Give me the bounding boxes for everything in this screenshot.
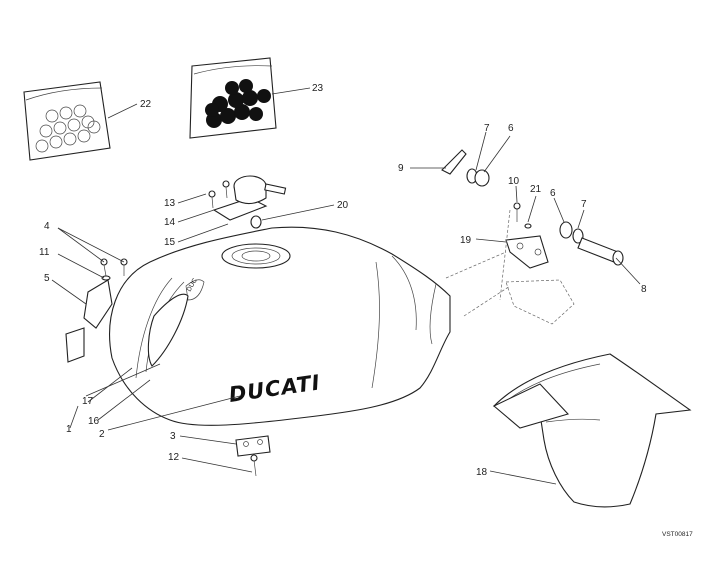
- bottom-bracket: [235, 435, 271, 477]
- callout-10: 10: [508, 176, 520, 187]
- callout-18: 18: [476, 467, 488, 478]
- callout-7b: 7: [581, 199, 587, 210]
- fuel-tank: DUC DUCATI: [109, 226, 451, 426]
- callout-2: 2: [99, 429, 105, 440]
- leader-lines: [51, 87, 641, 485]
- callout-20: 20: [337, 200, 349, 211]
- callout-1: 1: [66, 424, 72, 435]
- callout-12: 12: [168, 452, 180, 463]
- side-latch: [65, 258, 128, 363]
- callout-labels: 22 23 13 14 15 20 4 11 5 17 1 16 2 3 12 …: [39, 83, 693, 538]
- fuel-cap-assembly: [208, 175, 287, 229]
- hinge-bracket: [445, 209, 575, 325]
- callout-19: 19: [460, 235, 472, 246]
- parts-bag-22: [23, 81, 111, 161]
- reference-code: VST00817: [662, 531, 693, 538]
- callout-3: 3: [170, 431, 176, 442]
- callout-6a: 6: [508, 123, 514, 134]
- callout-13: 13: [164, 198, 176, 209]
- callout-21: 21: [530, 184, 542, 195]
- callout-9: 9: [398, 163, 404, 174]
- callout-4: 4: [44, 221, 50, 232]
- callout-23: 23: [312, 83, 324, 94]
- callout-11: 11: [39, 247, 50, 258]
- parts-bag-23: [189, 57, 277, 139]
- callout-5: 5: [44, 273, 50, 284]
- callout-16: 16: [88, 416, 100, 427]
- callout-22: 22: [140, 99, 152, 110]
- callout-6b: 6: [550, 188, 556, 199]
- callout-8: 8: [641, 284, 647, 295]
- hinge-pin-set: [441, 149, 624, 266]
- callout-7a: 7: [484, 123, 490, 134]
- tank-cover: [492, 353, 692, 508]
- callout-14: 14: [164, 217, 176, 228]
- callout-15: 15: [164, 237, 176, 248]
- callout-17: 17: [82, 396, 94, 407]
